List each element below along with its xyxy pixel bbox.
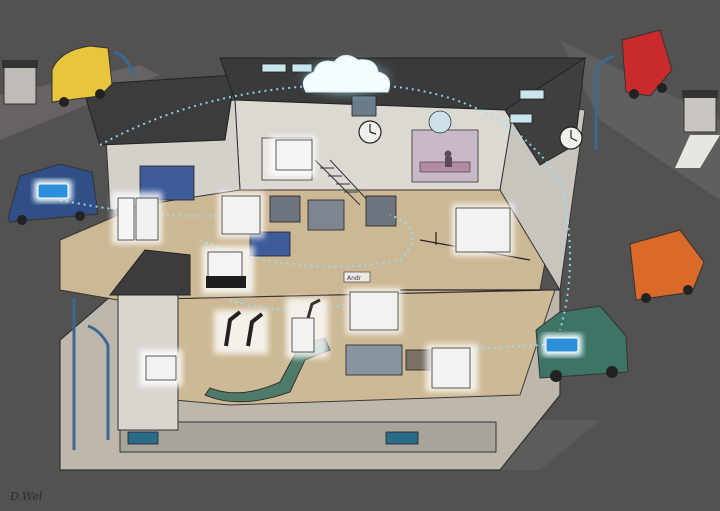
tablet-icon [140,350,182,386]
bench [127,431,159,445]
machine-icon [218,192,264,238]
bench [385,431,419,445]
machine-icon [346,288,402,334]
robot-arm-icon [286,298,328,358]
workbench [345,344,403,376]
data-trails [59,84,571,351]
shop-sign [343,271,371,283]
machine-icon [139,165,397,257]
agv-robot-icon [202,246,254,294]
machine-icon [452,204,514,256]
office-screen-bubble [428,110,452,134]
booth-right [683,95,717,133]
walkway-right [675,135,720,168]
machine-icon [112,192,162,244]
roof-left [81,74,236,146]
machine-icon [426,344,478,392]
street-lamp [72,50,615,450]
artist-signature: D.Wel [9,490,43,503]
roof-small [108,249,191,296]
clock-icon [358,120,382,144]
truck-icon [621,29,673,99]
device-icon [34,180,72,202]
robot-arm-icon [214,310,268,354]
lower-slab [119,421,497,453]
office-whiteboard [270,136,316,176]
cloud-icon [296,55,396,100]
device-icon [542,334,582,356]
clock-icon [559,126,583,150]
truck-icon [51,45,113,107]
booth-left [3,65,37,105]
truck-icon [629,229,705,303]
staircase [314,159,373,206]
office-room-right [411,129,479,183]
shop-sign-text: Andr [347,275,362,282]
